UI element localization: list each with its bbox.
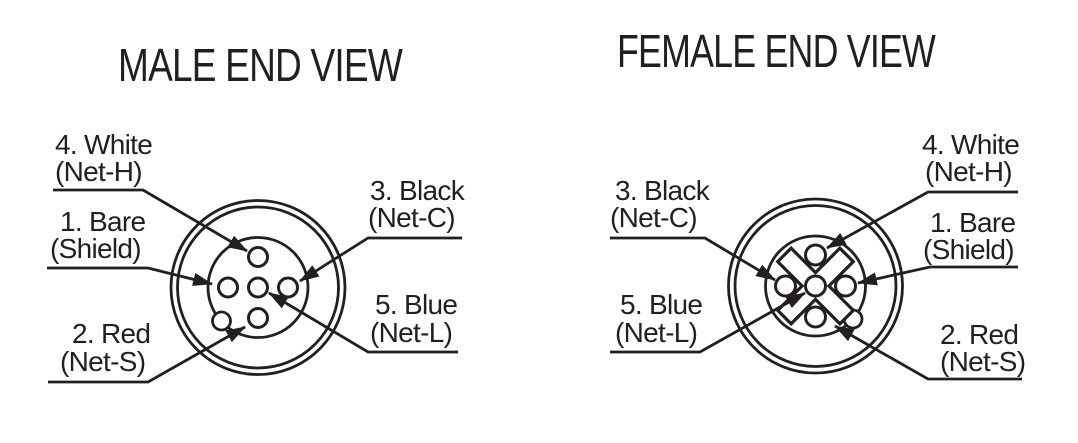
male-leader-lines bbox=[47, 188, 462, 384]
male-leader-pin4 bbox=[53, 188, 248, 253]
female-socket-5 bbox=[804, 274, 827, 298]
female-pin4-wire-label: 4. White bbox=[922, 129, 1019, 160]
female-pin4-net-label: (Net-H) bbox=[925, 156, 1012, 187]
male-connector-body bbox=[169, 199, 347, 376]
female-socket-2 bbox=[804, 305, 827, 329]
male-pin4-wire-label: 4. White bbox=[55, 129, 152, 160]
female-socket-1 bbox=[834, 274, 857, 298]
female-pin1-wire-label: 1. Bare bbox=[930, 207, 1016, 238]
male-pin2-net-label: (Net-S) bbox=[60, 346, 145, 377]
male-pins bbox=[217, 246, 299, 329]
male-leader-pin5 bbox=[268, 291, 458, 354]
female-pin5-wire-label: 5. Blue bbox=[620, 289, 702, 320]
male-outer-shell-circle bbox=[169, 199, 347, 376]
male-leader-pin3 bbox=[299, 236, 462, 283]
male-inner-shell-circle bbox=[176, 205, 340, 370]
female-pin3-net-label: (Net-C) bbox=[610, 202, 697, 233]
female-sockets bbox=[774, 243, 857, 329]
female-leader-pin2 bbox=[834, 324, 1022, 381]
female-view-title: FEMALE END VIEW bbox=[617, 25, 936, 77]
female-leader-pin4 bbox=[826, 190, 1018, 250]
male-pin-labels: 4. White (Net-H) 1. Bare (Shield) 2. Red… bbox=[50, 129, 466, 377]
male-pin1-wire-label: 1. Bare bbox=[60, 206, 146, 237]
female-pin2-net-label: (Net-S) bbox=[940, 346, 1025, 377]
male-leader-pin1 bbox=[47, 266, 214, 286]
male-pin2-wire-label: 2. Red bbox=[72, 318, 150, 349]
female-leader-pin3 bbox=[610, 236, 776, 282]
female-end-view: FEMALE END VIEW 3. Black (Net-C) 5. Bl bbox=[610, 25, 1026, 381]
female-socket-3 bbox=[774, 274, 797, 298]
male-pin-5 bbox=[247, 276, 269, 299]
male-end-view: MALE END VIEW 4. White (Net-H) 1. Bare bbox=[47, 39, 466, 384]
female-pin3-wire-label: 3. Black bbox=[615, 175, 711, 206]
female-leader-pin1 bbox=[856, 265, 1018, 286]
male-pin4-net-label: (Net-H) bbox=[55, 156, 142, 187]
male-pin5-net-label: (Net-L) bbox=[370, 317, 452, 348]
female-inner-shell-circle bbox=[733, 204, 898, 368]
male-keyway-notch bbox=[211, 310, 232, 332]
male-pin3-net-label: (Net-C) bbox=[368, 202, 455, 233]
female-outer-shell-circle bbox=[727, 197, 904, 375]
female-pin1-net-label: (Shield) bbox=[923, 234, 1014, 265]
female-leader-lines bbox=[610, 190, 1022, 381]
male-pin-2 bbox=[247, 307, 269, 329]
male-pin-1 bbox=[217, 276, 239, 299]
female-pin5-net-label: (Net-L) bbox=[615, 317, 697, 348]
male-leader-pin2 bbox=[48, 325, 246, 384]
male-pin-3 bbox=[277, 276, 299, 299]
male-pin-4 bbox=[247, 246, 269, 268]
female-leader-pin5 bbox=[610, 291, 806, 354]
male-pin1-net-label: (Shield) bbox=[50, 233, 141, 264]
male-view-title: MALE END VIEW bbox=[118, 39, 403, 91]
male-pin5-wire-label: 5. Blue bbox=[375, 289, 457, 320]
female-socket-4 bbox=[804, 243, 827, 267]
female-pin2-wire-label: 2. Red bbox=[940, 319, 1018, 350]
female-pin-labels: 3. Black (Net-C) 5. Blue (Net-L) 4. Whit… bbox=[610, 129, 1026, 377]
male-pin3-wire-label: 3. Black bbox=[370, 175, 466, 206]
